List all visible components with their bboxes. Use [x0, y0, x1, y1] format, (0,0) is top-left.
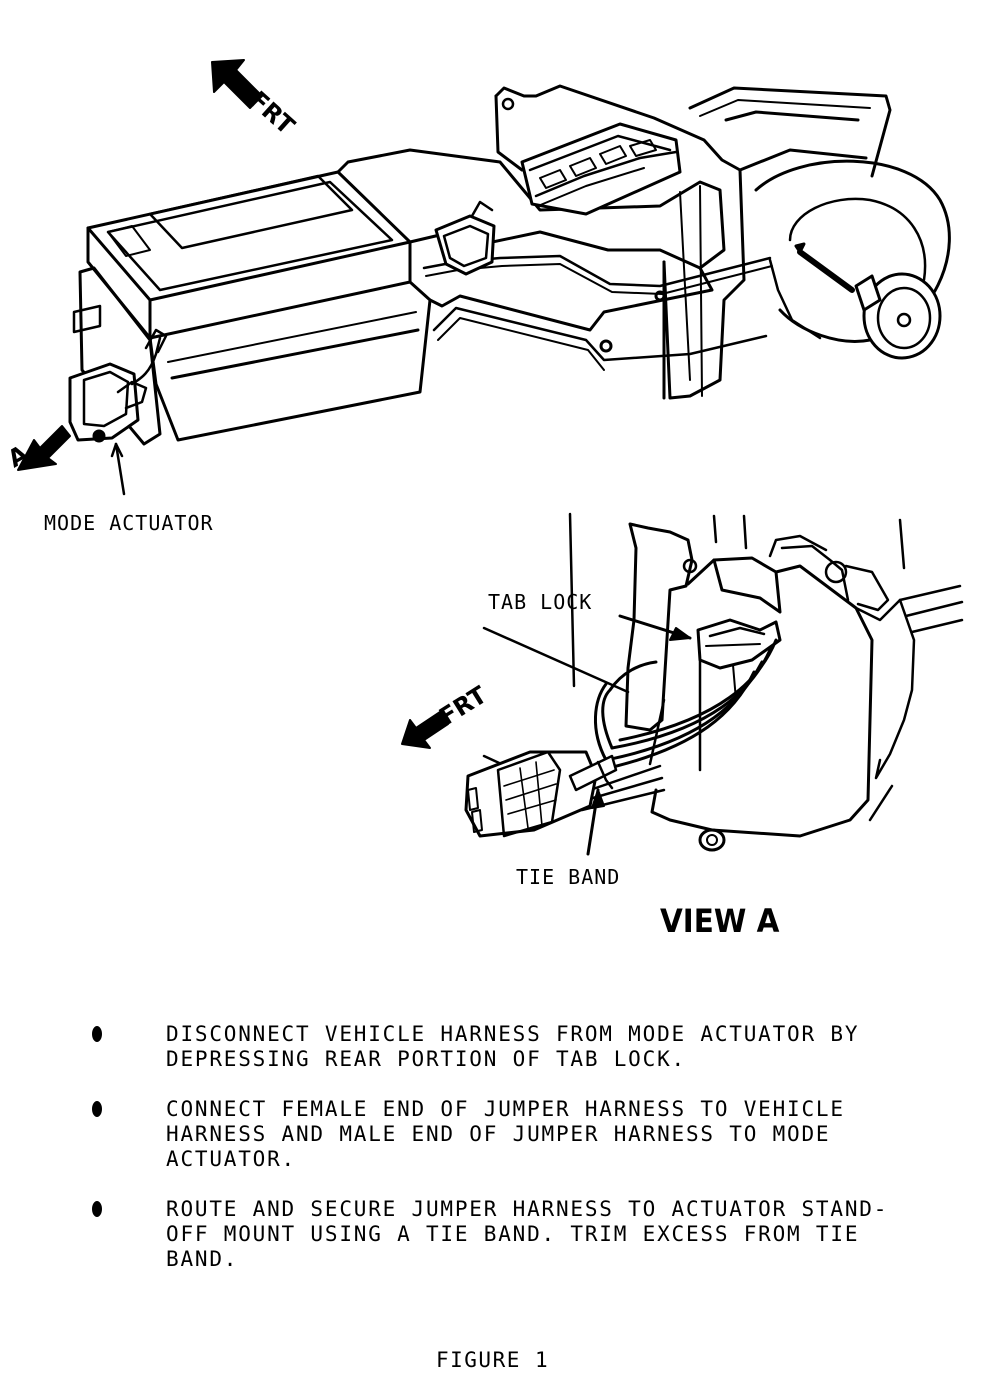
view-a-title: VIEW A — [660, 902, 780, 940]
instruction-item: ROUTE AND SECURE JUMPER HARNESS TO ACTUA… — [166, 1197, 889, 1271]
view-a-detail-drawing — [401, 512, 964, 856]
instruction-item: CONNECT FEMALE END OF JUMPER HARNESS TO … — [166, 1097, 845, 1171]
bullet-icon — [92, 1201, 102, 1217]
tab-lock-callout: TAB LOCK — [488, 590, 593, 614]
hvac-module-illustration: FRT A FRT — [3, 59, 964, 856]
figure-caption: FIGURE 1 — [436, 1348, 550, 1372]
bullet-icon — [92, 1026, 102, 1042]
instruction-item: DISCONNECT VEHICLE HARNESS FROM MODE ACT… — [166, 1022, 860, 1071]
hvac-module-drawing — [17, 59, 951, 496]
mode-actuator-callout: MODE ACTUATOR — [44, 511, 214, 535]
bullet-icon — [92, 1101, 102, 1117]
tie-band-callout: TIE BAND — [516, 865, 621, 889]
